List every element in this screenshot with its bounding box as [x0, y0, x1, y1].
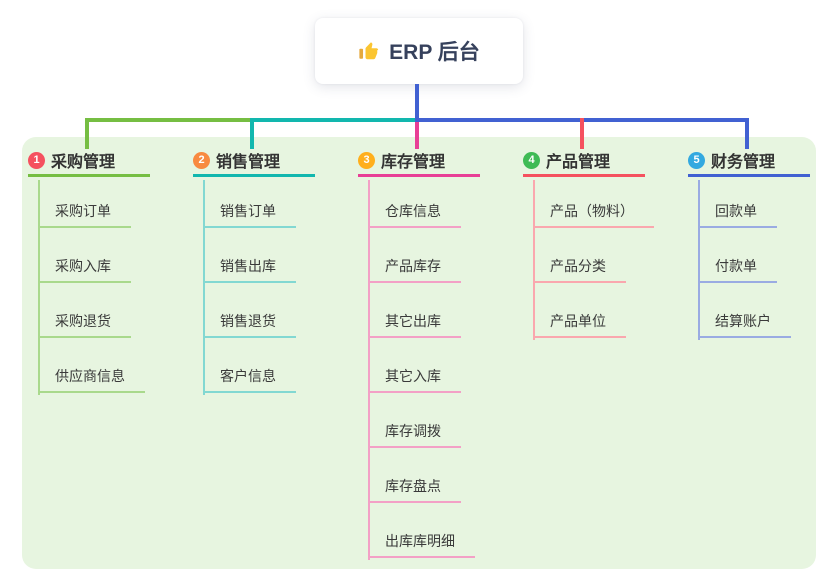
branch-number-badge: 5 [688, 151, 705, 169]
mindmap-child-node[interactable]: 产品单位 [533, 312, 626, 338]
branch-label: 财务管理 [711, 154, 776, 171]
mindmap-branch-node[interactable]: 5 财务管理 [688, 146, 810, 177]
mindmap-child-node[interactable]: 销售订单 [203, 202, 296, 228]
branch-number-badge: 2 [193, 151, 210, 169]
branch-spine-line [203, 180, 205, 395]
mindmap-child-node[interactable]: 仓库信息 [368, 202, 461, 228]
mindmap-child-node[interactable]: 其它入库 [368, 367, 461, 393]
branch-drop-line [415, 122, 419, 149]
branch-group-panel [22, 137, 816, 569]
mindmap-child-node[interactable]: 付款单 [698, 257, 777, 283]
connector-bus-line [85, 118, 252, 122]
mindmap-child-node[interactable]: 产品（物料） [533, 202, 654, 228]
root-title: ERP 后台 [389, 41, 480, 64]
branch-number-badge: 4 [523, 151, 540, 169]
mindmap-child-node[interactable]: 销售退货 [203, 312, 296, 338]
mindmap-child-node[interactable]: 其它出库 [368, 312, 461, 338]
mindmap-child-node[interactable]: 回款单 [698, 202, 777, 228]
mindmap-child-node[interactable]: 库存盘点 [368, 477, 461, 503]
mindmap-branch-node[interactable]: 3 库存管理 [358, 146, 480, 177]
mindmap-child-node[interactable]: 客户信息 [203, 367, 296, 393]
branch-spine-line [368, 180, 370, 560]
branch-spine-line [38, 180, 40, 395]
mindmap-child-node[interactable]: 产品分类 [533, 257, 626, 283]
connector-bus-line [250, 118, 417, 122]
mindmap-child-node[interactable]: 采购退货 [38, 312, 131, 338]
branch-label: 产品管理 [546, 154, 611, 171]
mindmap-child-node[interactable]: 销售出库 [203, 257, 296, 283]
branch-label: 销售管理 [216, 154, 281, 171]
mindmap-root-node[interactable]: ERP 后台 [315, 18, 523, 84]
mindmap-branch-node[interactable]: 2 销售管理 [193, 146, 315, 177]
thumbs-up-icon [358, 40, 380, 62]
branch-spine-line [698, 180, 700, 340]
branch-number-badge: 1 [28, 151, 45, 169]
root-connector-line [415, 84, 419, 118]
mindmap-child-node[interactable]: 采购订单 [38, 202, 131, 228]
mindmap-child-node[interactable]: 库存调拨 [368, 422, 461, 448]
branch-spine-line [533, 180, 535, 340]
mindmap-child-node[interactable]: 产品库存 [368, 257, 461, 283]
mindmap-child-node[interactable]: 采购入库 [38, 257, 131, 283]
mindmap-child-node[interactable]: 出库库明细 [368, 532, 475, 558]
branch-label: 采购管理 [51, 154, 116, 171]
mindmap-child-node[interactable]: 结算账户 [698, 312, 791, 338]
branch-drop-line [580, 118, 584, 149]
branch-drop-line [250, 118, 254, 149]
mindmap-branch-node[interactable]: 4 产品管理 [523, 146, 645, 177]
branch-drop-line [85, 118, 89, 149]
branch-drop-line [745, 118, 749, 149]
branch-label: 库存管理 [381, 154, 446, 171]
mindmap-child-node[interactable]: 供应商信息 [38, 367, 145, 393]
branch-number-badge: 3 [358, 151, 375, 169]
mindmap-branch-node[interactable]: 1 采购管理 [28, 146, 150, 177]
